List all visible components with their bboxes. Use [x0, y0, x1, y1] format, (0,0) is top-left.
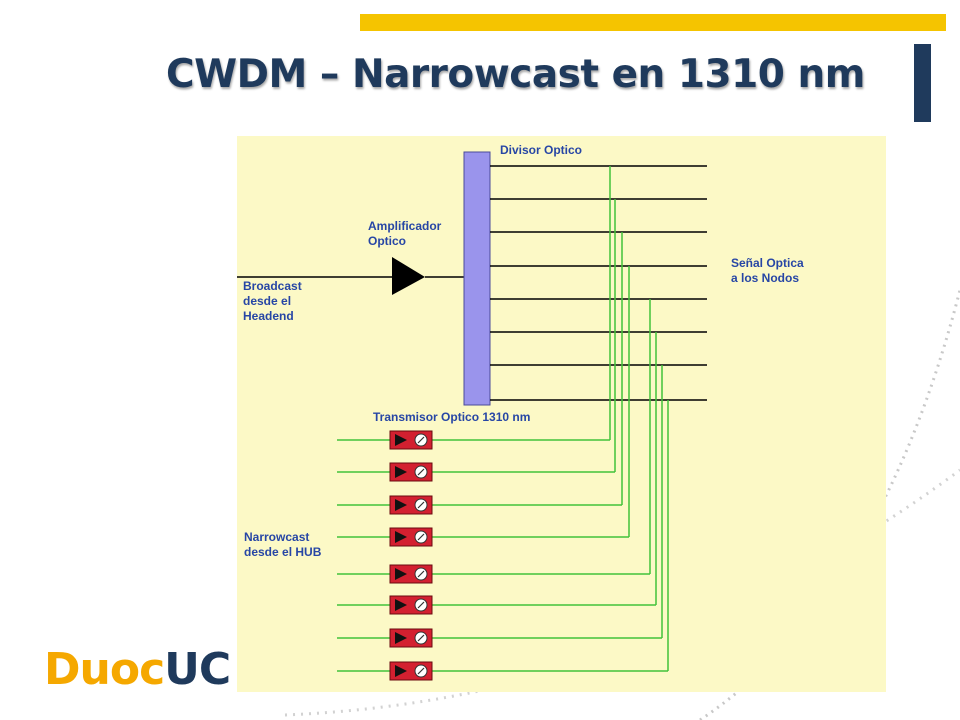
transmitter-arrow-icon: [395, 632, 407, 644]
transmitter-arrow-icon: [395, 499, 407, 511]
transmitter-dial-needle: [417, 436, 425, 444]
optical-splitter: [463, 151, 491, 406]
transmitter-dial-needle: [417, 634, 425, 642]
transmitter-dial-needle: [417, 501, 425, 509]
transmitter-dial-needle: [417, 601, 425, 609]
diagram-drawing: [237, 151, 707, 681]
label-amplificador-optico: Amplificador Optico: [368, 219, 442, 248]
accent-bar-side: [914, 44, 931, 122]
transmitter-arrow-icon: [395, 531, 407, 543]
transmitter-arrow-icon: [395, 466, 407, 478]
logo-part-uc: UC: [164, 644, 231, 695]
transmitter-dial-needle: [417, 533, 425, 541]
transmitter-dial-needle: [417, 667, 425, 675]
transmitter-arrow-icon: [395, 434, 407, 446]
label-divisor-optico: Divisor Optico: [500, 143, 583, 157]
transmitter-arrow-icon: [395, 599, 407, 611]
label-broadcast-headend: Broadcast desde el Headend: [243, 279, 302, 323]
transmitter-dial-needle: [417, 468, 425, 476]
transmitter-arrow-icon: [395, 665, 407, 677]
label-transmisor-optico: Transmisor Optico 1310 nm: [373, 410, 531, 424]
accent-bar-top: [360, 14, 946, 31]
amplifier-triangle: [392, 257, 425, 295]
duoc-uc-logo: DuocUC: [44, 644, 231, 704]
transmitter-arrow-icon: [395, 568, 407, 580]
label-narrowcast-hub: Narrowcast desde el HUB: [244, 530, 322, 559]
cwdm-diagram: Divisor Optico Amplificador Optico Broad…: [237, 136, 886, 692]
label-senal-optica: Señal Optica a los Nodos: [731, 256, 804, 285]
logo-part-duoc: Duoc: [44, 644, 165, 695]
slide-title: CWDM – Narrowcast en 1310 nm: [166, 52, 865, 97]
transmitter-dial-needle: [417, 570, 425, 578]
